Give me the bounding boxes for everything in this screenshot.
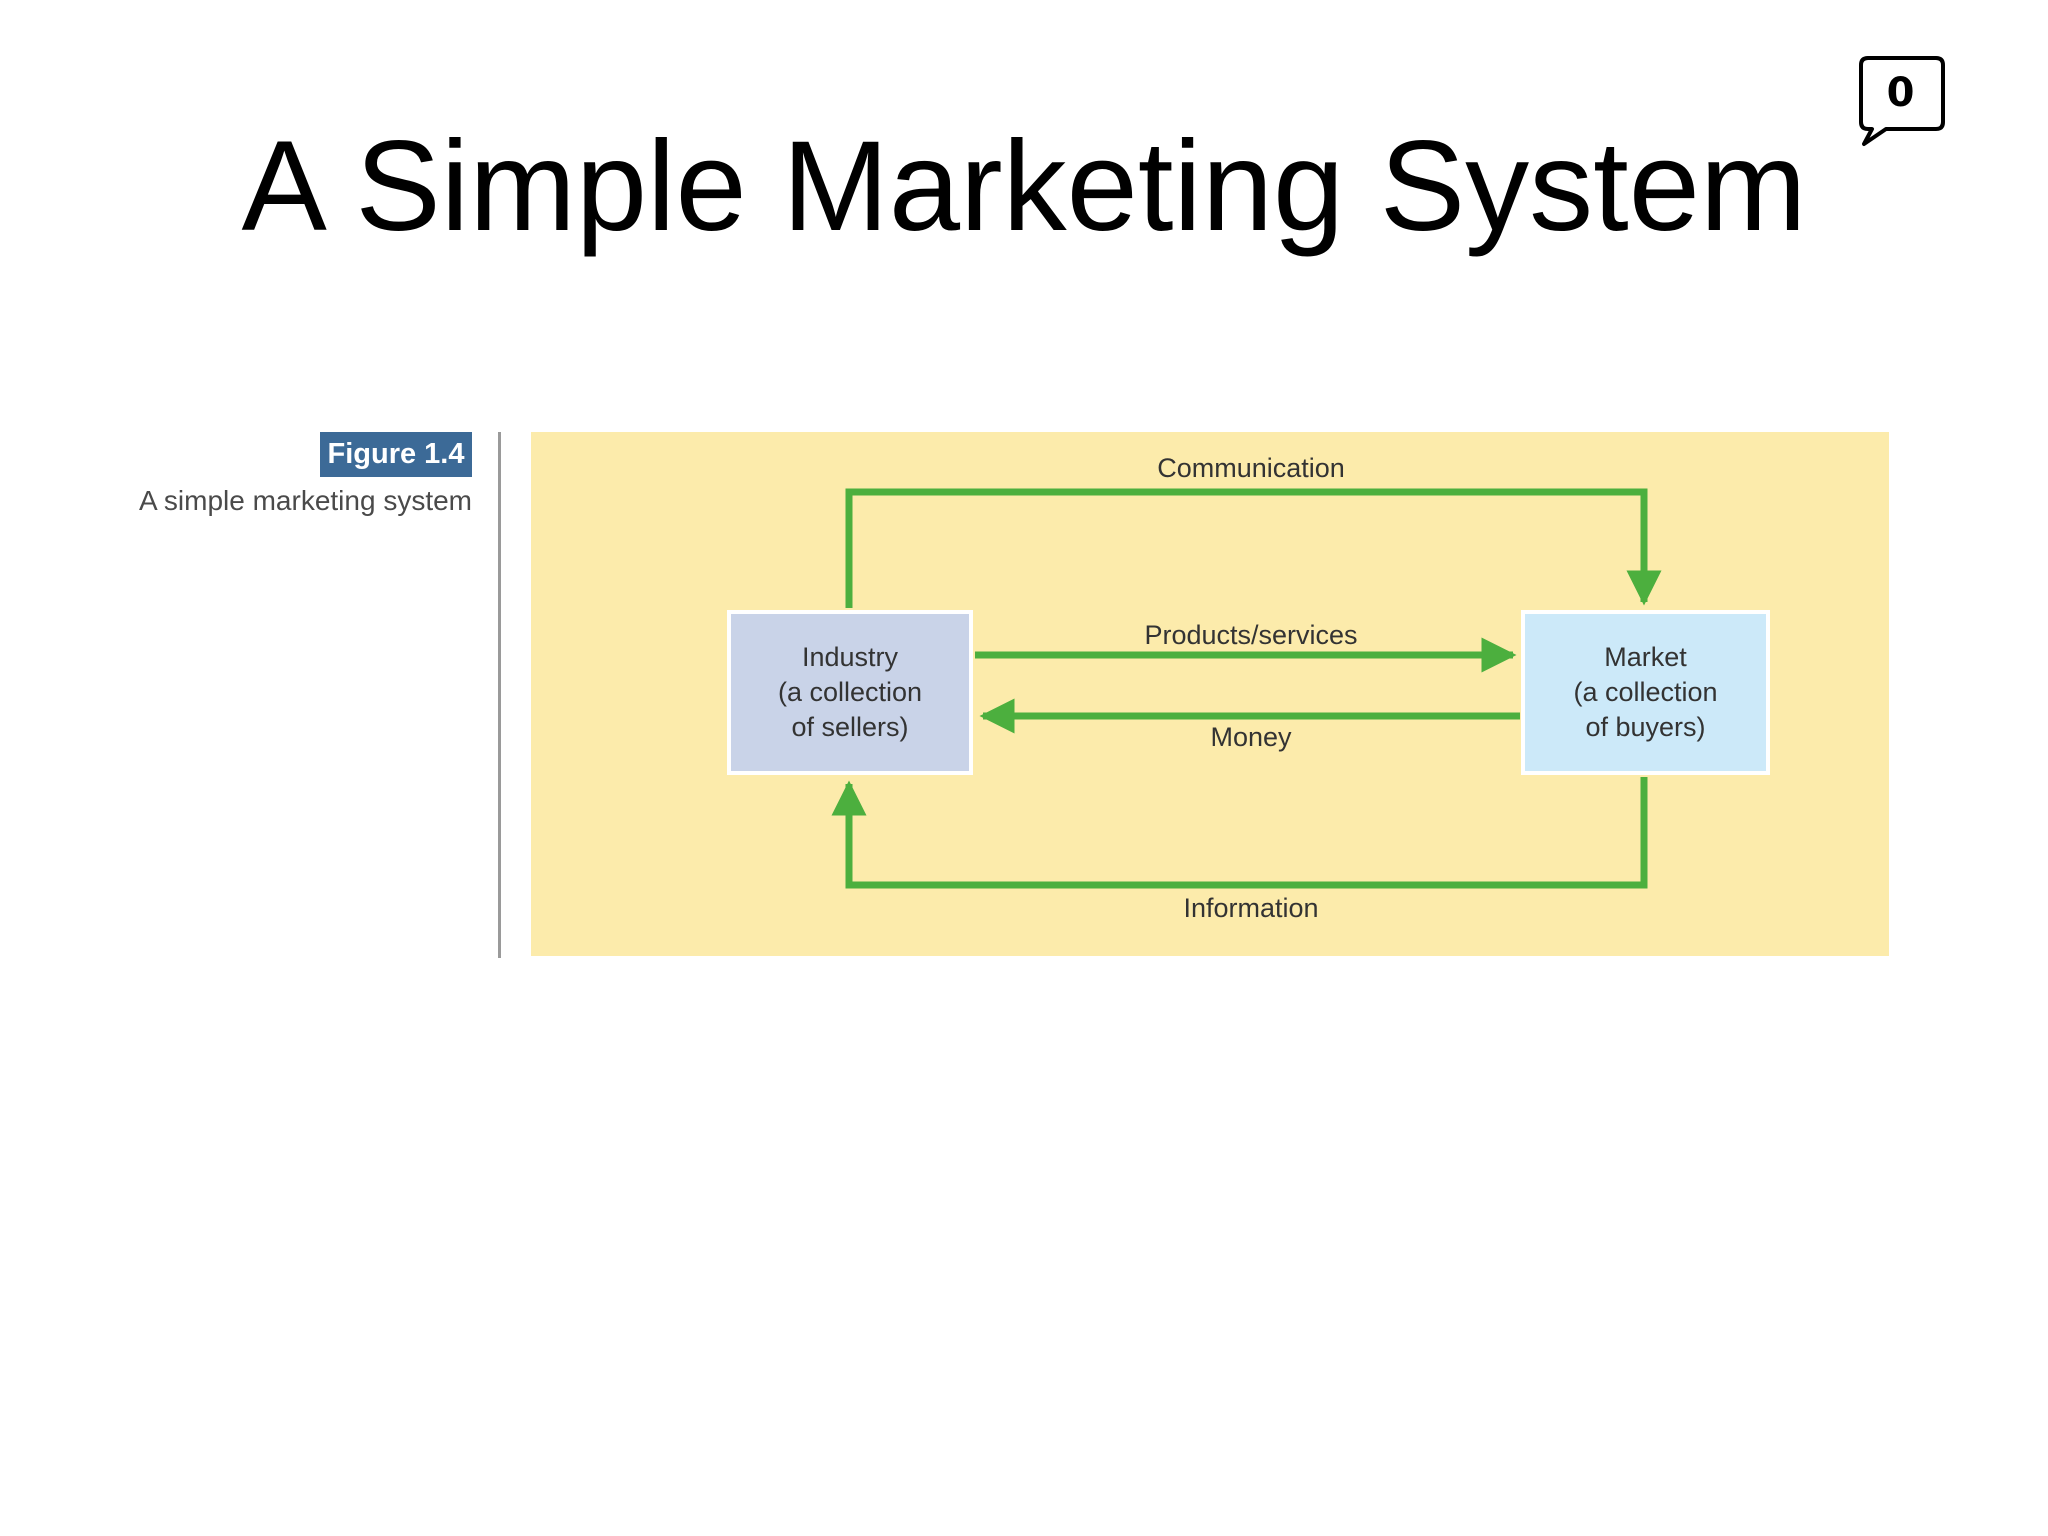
diagram-panel: Industry (a collection of sellers) Marke… bbox=[531, 432, 1889, 956]
market-label-3: of buyers) bbox=[1585, 712, 1706, 742]
speech-bubble-icon bbox=[1859, 56, 1945, 146]
money-label: Money bbox=[1210, 722, 1292, 752]
information-arrow bbox=[831, 777, 1648, 889]
communication-arrow bbox=[845, 488, 1662, 608]
comment-badge[interactable]: 0 bbox=[1856, 54, 1952, 148]
figure-caption: A simple marketing system bbox=[139, 485, 472, 516]
flow-arrows bbox=[831, 488, 1662, 889]
communication-label: Communication bbox=[1157, 453, 1345, 483]
industry-label-3: of sellers) bbox=[791, 712, 909, 742]
slide-title: A Simple Marketing System bbox=[241, 115, 1807, 258]
figure-tag: Figure 1.4 bbox=[320, 432, 472, 477]
industry-label-2: (a collection bbox=[777, 677, 923, 707]
market-label-2: (a collection bbox=[1573, 677, 1718, 707]
comment-count: 0 bbox=[1886, 70, 1915, 116]
industry-node: Industry (a collection of sellers) bbox=[727, 610, 973, 775]
information-label: Information bbox=[1183, 893, 1319, 923]
market-node: Market (a collection of buyers) bbox=[1521, 610, 1770, 775]
products-label: Products/services bbox=[1144, 620, 1358, 650]
industry-label-1: Industry bbox=[801, 642, 899, 672]
figure-divider bbox=[498, 432, 501, 958]
market-label-1: Market bbox=[1604, 642, 1687, 672]
